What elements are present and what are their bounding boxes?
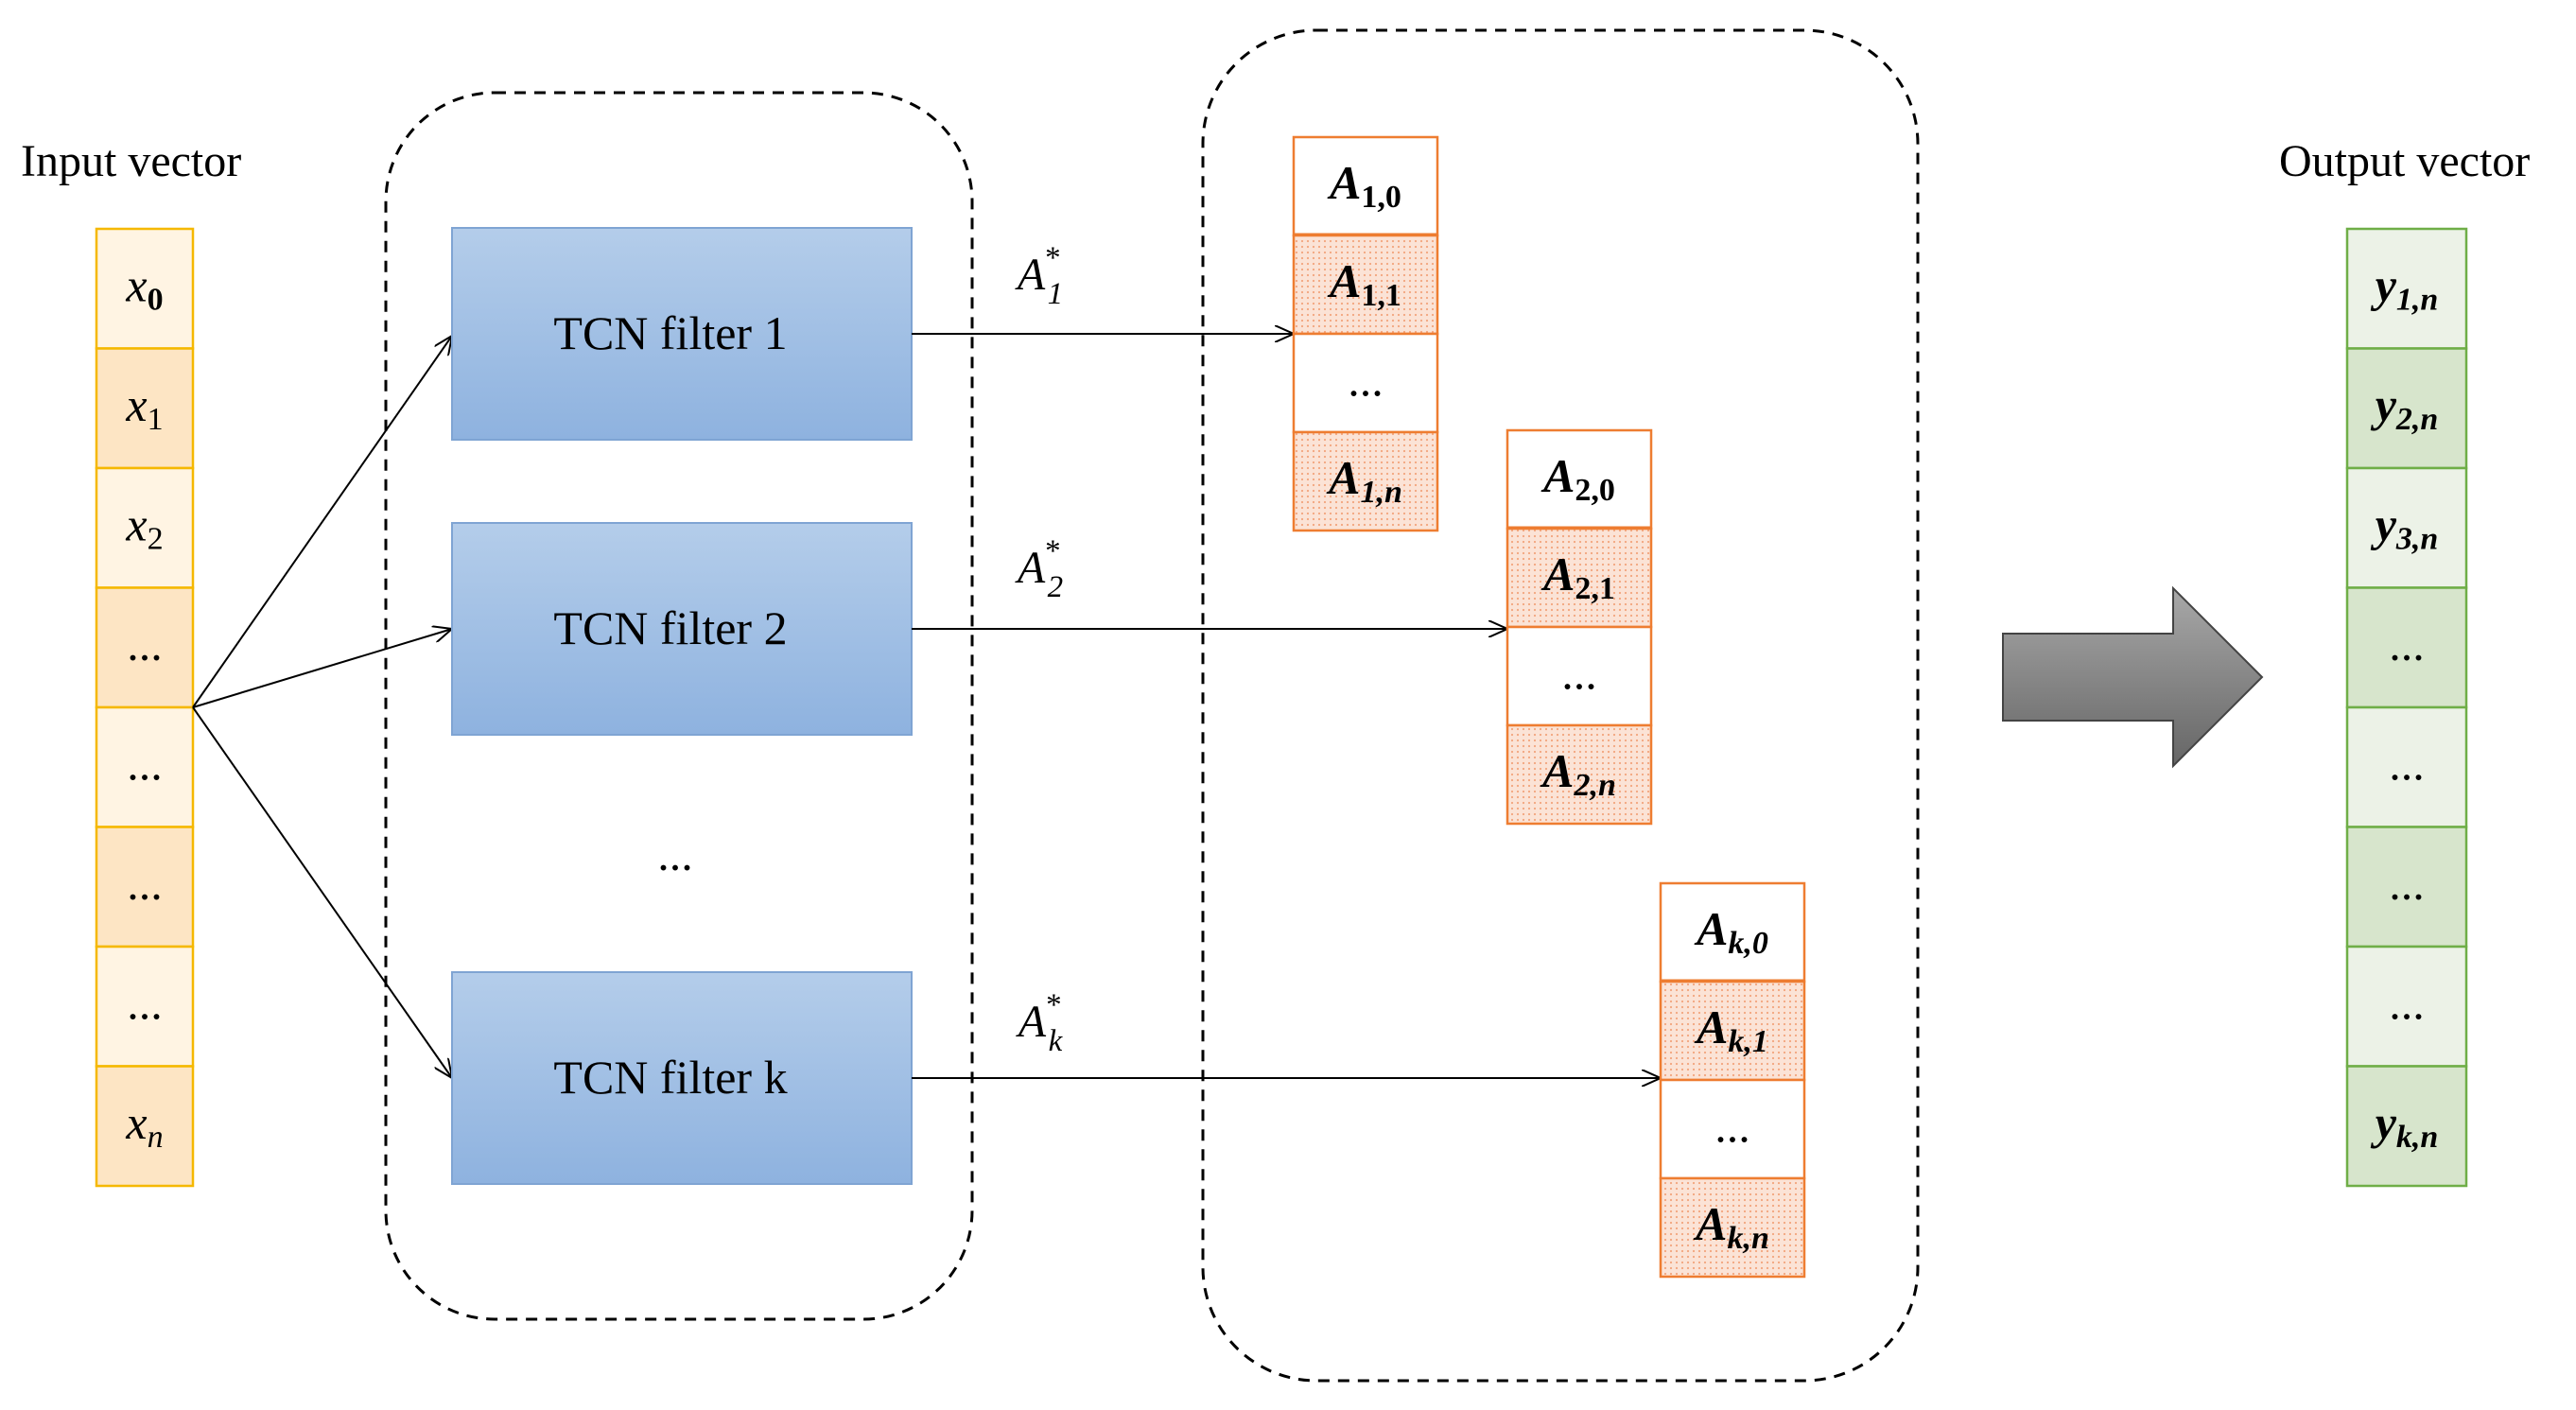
ellipsis-text: ... <box>2389 857 2425 910</box>
output-cell <box>2345 586 2468 709</box>
attention-cell-label: A2,n <box>1540 744 1616 802</box>
input-vector: x0 x1 x2............ xn <box>95 227 195 1188</box>
attention-cell-label: A1,n <box>1326 451 1402 509</box>
output-cell-label: y3,n <box>2371 498 2439 556</box>
attention-group-outline <box>1201 28 1920 1383</box>
attention-cell-label: Ak,1 <box>1694 1001 1768 1058</box>
output-vector: y1,n y2,n y3,n............ yk,n <box>2345 227 2468 1188</box>
attention-cell <box>1659 1176 1806 1279</box>
output-cell-label: y2,n <box>2371 378 2439 436</box>
tcn-filter-label: TCN filter 1 <box>553 306 787 359</box>
input-cell <box>95 826 195 949</box>
attention-cell <box>1659 980 1806 1082</box>
input-to-filter-arrows <box>192 336 452 1078</box>
filter-output-label: A*k <box>1016 988 1064 1058</box>
ellipsis-text: ... <box>1714 1099 1750 1152</box>
input-cell <box>95 705 195 828</box>
tcn-filter-label: TCN filter 2 <box>553 601 787 654</box>
ellipsis-text: ... <box>127 618 163 670</box>
attention-cell <box>1292 430 1439 532</box>
attention-cell <box>1292 234 1439 336</box>
ellipsis-text: ... <box>127 977 163 1030</box>
attention-cell <box>1292 332 1439 434</box>
attention-cell-label: A2,1 <box>1540 548 1615 605</box>
attention-cell-label: A1,0 <box>1327 156 1401 214</box>
output-cell <box>2345 1065 2468 1188</box>
attention-cell <box>1659 1078 1806 1180</box>
filter-output-label: A*1 <box>1015 241 1063 311</box>
input-cell <box>95 466 195 589</box>
output-cell-label: y1,n <box>2371 259 2439 317</box>
output-cell <box>2345 227 2468 350</box>
attention-cell-label: Ak,n <box>1693 1197 1769 1255</box>
output-cell <box>2345 347 2468 470</box>
input-cell-label: xn <box>125 1096 163 1154</box>
input-cell <box>95 227 195 350</box>
filters-ellipsis: ... <box>657 827 693 880</box>
ellipsis-text: ... <box>2389 977 2425 1030</box>
fan-arrow <box>192 629 452 708</box>
input-cell-label: x0 <box>125 259 163 317</box>
tcn-filter-box <box>451 227 913 441</box>
output-cell <box>2345 945 2468 1068</box>
attention-cell <box>1506 428 1653 531</box>
tcn-filter-box <box>451 971 913 1185</box>
input-cell <box>95 1065 195 1188</box>
ellipsis-text: ... <box>127 857 163 910</box>
ellipsis-text: ... <box>1348 353 1384 406</box>
input-vector-label: Input vector <box>21 136 241 186</box>
input-cell-label: x1 <box>125 378 163 436</box>
output-vector-label: Output vector <box>2279 136 2530 186</box>
input-cell-label: x2 <box>125 498 163 556</box>
attention-columns: A1,0A1,1... A1,n A2,0A2,1... A2,nAk,0Ak,1..… <box>1292 135 1806 1279</box>
fan-arrow <box>192 706 452 1078</box>
attention-cell-label: A2,0 <box>1540 449 1615 507</box>
input-cell <box>95 945 195 1068</box>
tcn-filter-label: TCN filter k <box>553 1051 787 1104</box>
attention-cell <box>1292 135 1439 237</box>
attention-cell <box>1506 723 1653 826</box>
ellipsis-text: ... <box>2389 618 2425 670</box>
attention-cell-label: Ak,0 <box>1694 902 1768 960</box>
attention-cell <box>1506 625 1653 727</box>
big-right-arrow-icon <box>2002 585 2264 769</box>
filter-output-label: A*2 <box>1015 534 1063 604</box>
attention-cell-label: A1,1 <box>1327 254 1401 312</box>
output-cell <box>2345 826 2468 949</box>
tcn-filter-box <box>451 522 913 736</box>
output-cell-label: yk,n <box>2371 1096 2439 1154</box>
ellipsis-text: ... <box>2389 738 2425 791</box>
filters-group-outline <box>384 91 974 1321</box>
ellipsis-text: ... <box>1561 646 1597 699</box>
attention-cell <box>1506 527 1653 629</box>
fan-arrow <box>192 336 452 708</box>
ellipsis-text: ... <box>127 738 163 791</box>
